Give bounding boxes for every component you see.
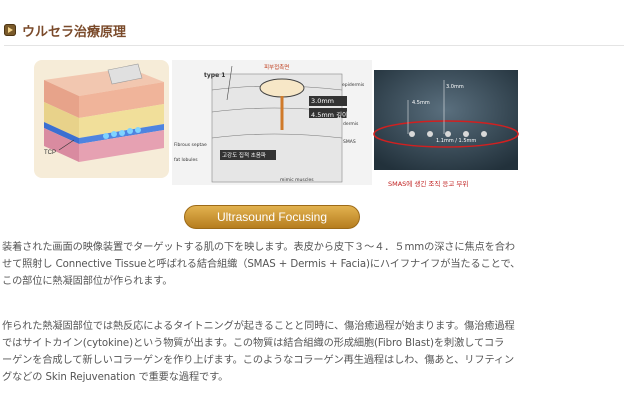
photo-caption: SMAS에 생긴 조직 응고 부위 [388,180,469,188]
paragraph-line: 作られた熱凝固部位では熱反応によるタイトニングが起きることと同時に、傷治癒過程が… [2,321,515,332]
tissue-photo-graphic [373,70,519,170]
photo-depth-3-label: 3.0mm [446,84,464,90]
paragraph-line: 装着された画面の映像装置でターゲットする肌の下を映します。表皮から皮下３～４．５… [2,242,515,253]
paragraph-line: ーゲンを合成して新しいコラーゲンを作り上げます。このようなコラーゲン再生過程はし… [2,355,515,366]
skin-layers-graphic [44,63,164,162]
ultrasound-focusing-label: Ultrasound Focusing [216,210,328,224]
contact-surface-label: 피부접촉면 [264,65,290,71]
paragraph-line: この部位に熱凝固部位が作られます。 [2,276,173,287]
fat-lobules-label: fat lobules [174,158,198,163]
photo-size-label: 1.1mm / 1.5mm [436,138,477,144]
focus-label: 고강도 집적 초음파 [222,153,266,159]
mimic-muscles-label: mimic muscles [280,178,314,183]
dermis-label: dermis [343,122,359,127]
paragraph-2: 作られた熱凝固部位では熱反応によるタイトニングが起きることと同時に、傷治癒過程が… [2,318,622,386]
epidermis-label: epidermis [342,83,365,88]
smas-label: SMAS [343,140,356,145]
ultrasound-schematic: type 1 피부접촉면 3.0mm 4.5mm 깊이 epidermis de… [172,60,372,185]
section-heading: ウルセラ治療原理 [4,20,126,40]
paragraph-line: せて照射し Connective Tissueと呼ばれる結合組織（SMAS + … [2,259,521,270]
heading-divider [4,45,624,46]
ultrasound-focusing-button[interactable]: Ultrasound Focusing [184,205,360,229]
depth-45mm-label: 4.5mm 깊이 [311,111,349,119]
type-label: type 1 [204,72,226,79]
tcp-label: TCP [44,150,56,156]
schematic-graphic [211,65,347,183]
fibrous-septae-label: Fibrous septae [174,143,207,148]
skin-layers-illustration: TCP [34,60,169,178]
paragraph-line: ではサイトカイン(cytokine)という物質が出ます。この物質は結合組織の形成… [2,338,505,349]
section-title: ウルセラ治療原理 [22,24,127,40]
paragraph-line: グなどの Skin Rejuvenation で重要な過程です。 [2,372,229,383]
photo-depth-45-label: 4.5mm [412,100,430,106]
paragraph-1: 装着された画面の映像装置でターゲットする肌の下を映します。表皮から皮下３～４．５… [2,239,622,290]
tissue-photo: 3.0mm 4.5mm 1.1mm / 1.5mm SMAS에 생긴 조직 응고… [372,70,522,195]
arrow-bullet-icon [4,24,16,36]
depth-3mm-label: 3.0mm [311,97,335,105]
